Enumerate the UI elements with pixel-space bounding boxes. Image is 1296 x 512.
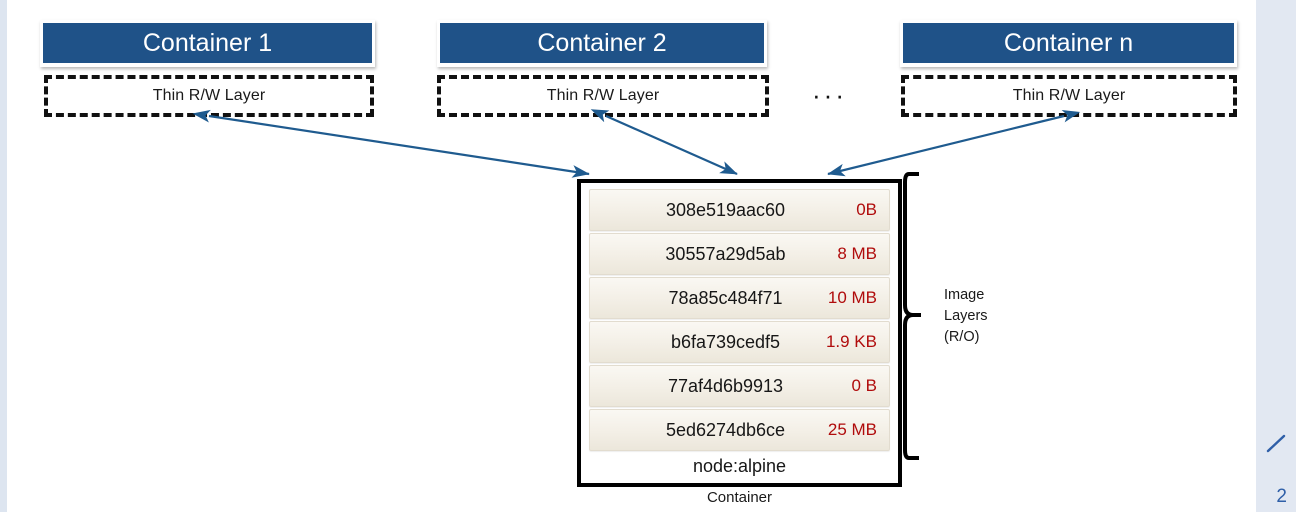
layer-id: 308e519aac60 xyxy=(665,199,786,220)
thin-rw-layer-label-1: Thin R/W Layer xyxy=(152,87,266,104)
container-title-2: Container 2 xyxy=(440,23,764,63)
arrow-container1-to-image xyxy=(192,109,590,178)
layer-size: 25 MB xyxy=(827,420,877,439)
image-layers-brace xyxy=(903,172,921,460)
image-layers-label-line3: (R/O) xyxy=(944,329,980,345)
layer-row[interactable]: 30557a29d5ab 8 MB xyxy=(589,233,890,275)
layer-row[interactable]: 78a85c484f71 10 MB xyxy=(589,277,890,319)
layer-id: 5ed6274db6ce xyxy=(665,419,786,440)
ellipsis-separator: ··· xyxy=(812,80,847,110)
layer-row[interactable]: 77af4d6b9913 0 B xyxy=(589,365,890,407)
slide-number: 2 xyxy=(1276,486,1287,507)
layer-id: 30557a29d5ab xyxy=(665,243,786,264)
thin-rw-layer-label-n: Thin R/W Layer xyxy=(1012,87,1126,104)
container-title-n: Container n xyxy=(903,23,1234,63)
container-card-1[interactable]: Container 1 xyxy=(40,20,375,67)
arrow-containern-to-image xyxy=(827,110,1081,177)
layer-id: b6fa739cedf5 xyxy=(670,331,781,352)
layer-stack: 308e519aac60 0B 30557a29d5ab 8 MB 78a85c… xyxy=(589,189,890,451)
arrow-container2-to-image xyxy=(590,109,738,176)
image-layers-label-line2: Layers xyxy=(944,308,988,324)
layer-size: 0B xyxy=(856,200,877,219)
thin-rw-layer-2[interactable]: Thin R/W Layer xyxy=(437,75,769,117)
left-edge-strip xyxy=(0,0,7,512)
pen-stroke-icon xyxy=(1266,434,1286,453)
right-panel-divider xyxy=(1253,0,1256,512)
image-layers-label-line1: Image xyxy=(944,287,985,303)
layer-size: 8 MB xyxy=(837,244,877,263)
container-card-n[interactable]: Container n xyxy=(900,20,1237,67)
layer-row[interactable]: b6fa739cedf5 1.9 KB xyxy=(589,321,890,363)
layer-row[interactable]: 5ed6274db6ce 25 MB xyxy=(589,409,890,451)
layer-id: 78a85c484f71 xyxy=(668,287,783,308)
layer-row[interactable]: 308e519aac60 0B xyxy=(589,189,890,231)
thin-rw-layer-n[interactable]: Thin R/W Layer xyxy=(901,75,1237,117)
image-name-label: node:alpine xyxy=(692,456,787,476)
container-card-2[interactable]: Container 2 xyxy=(437,20,767,67)
right-side-panel: 2 xyxy=(1256,0,1296,512)
layer-size: 1.9 KB xyxy=(825,332,877,351)
container-title-1: Container 1 xyxy=(43,23,372,63)
layer-id: 77af4d6b9913 xyxy=(667,375,784,396)
thin-rw-layer-label-2: Thin R/W Layer xyxy=(546,87,660,104)
thin-rw-layer-1[interactable]: Thin R/W Layer xyxy=(44,75,374,117)
layer-size: 10 MB xyxy=(827,288,877,307)
container-caption: Container xyxy=(706,489,773,506)
image-layers-label: Image Layers (R/O) xyxy=(944,285,988,348)
image-layers-box[interactable]: 308e519aac60 0B 30557a29d5ab 8 MB 78a85c… xyxy=(577,179,902,487)
layer-size: 0 B xyxy=(851,376,877,395)
